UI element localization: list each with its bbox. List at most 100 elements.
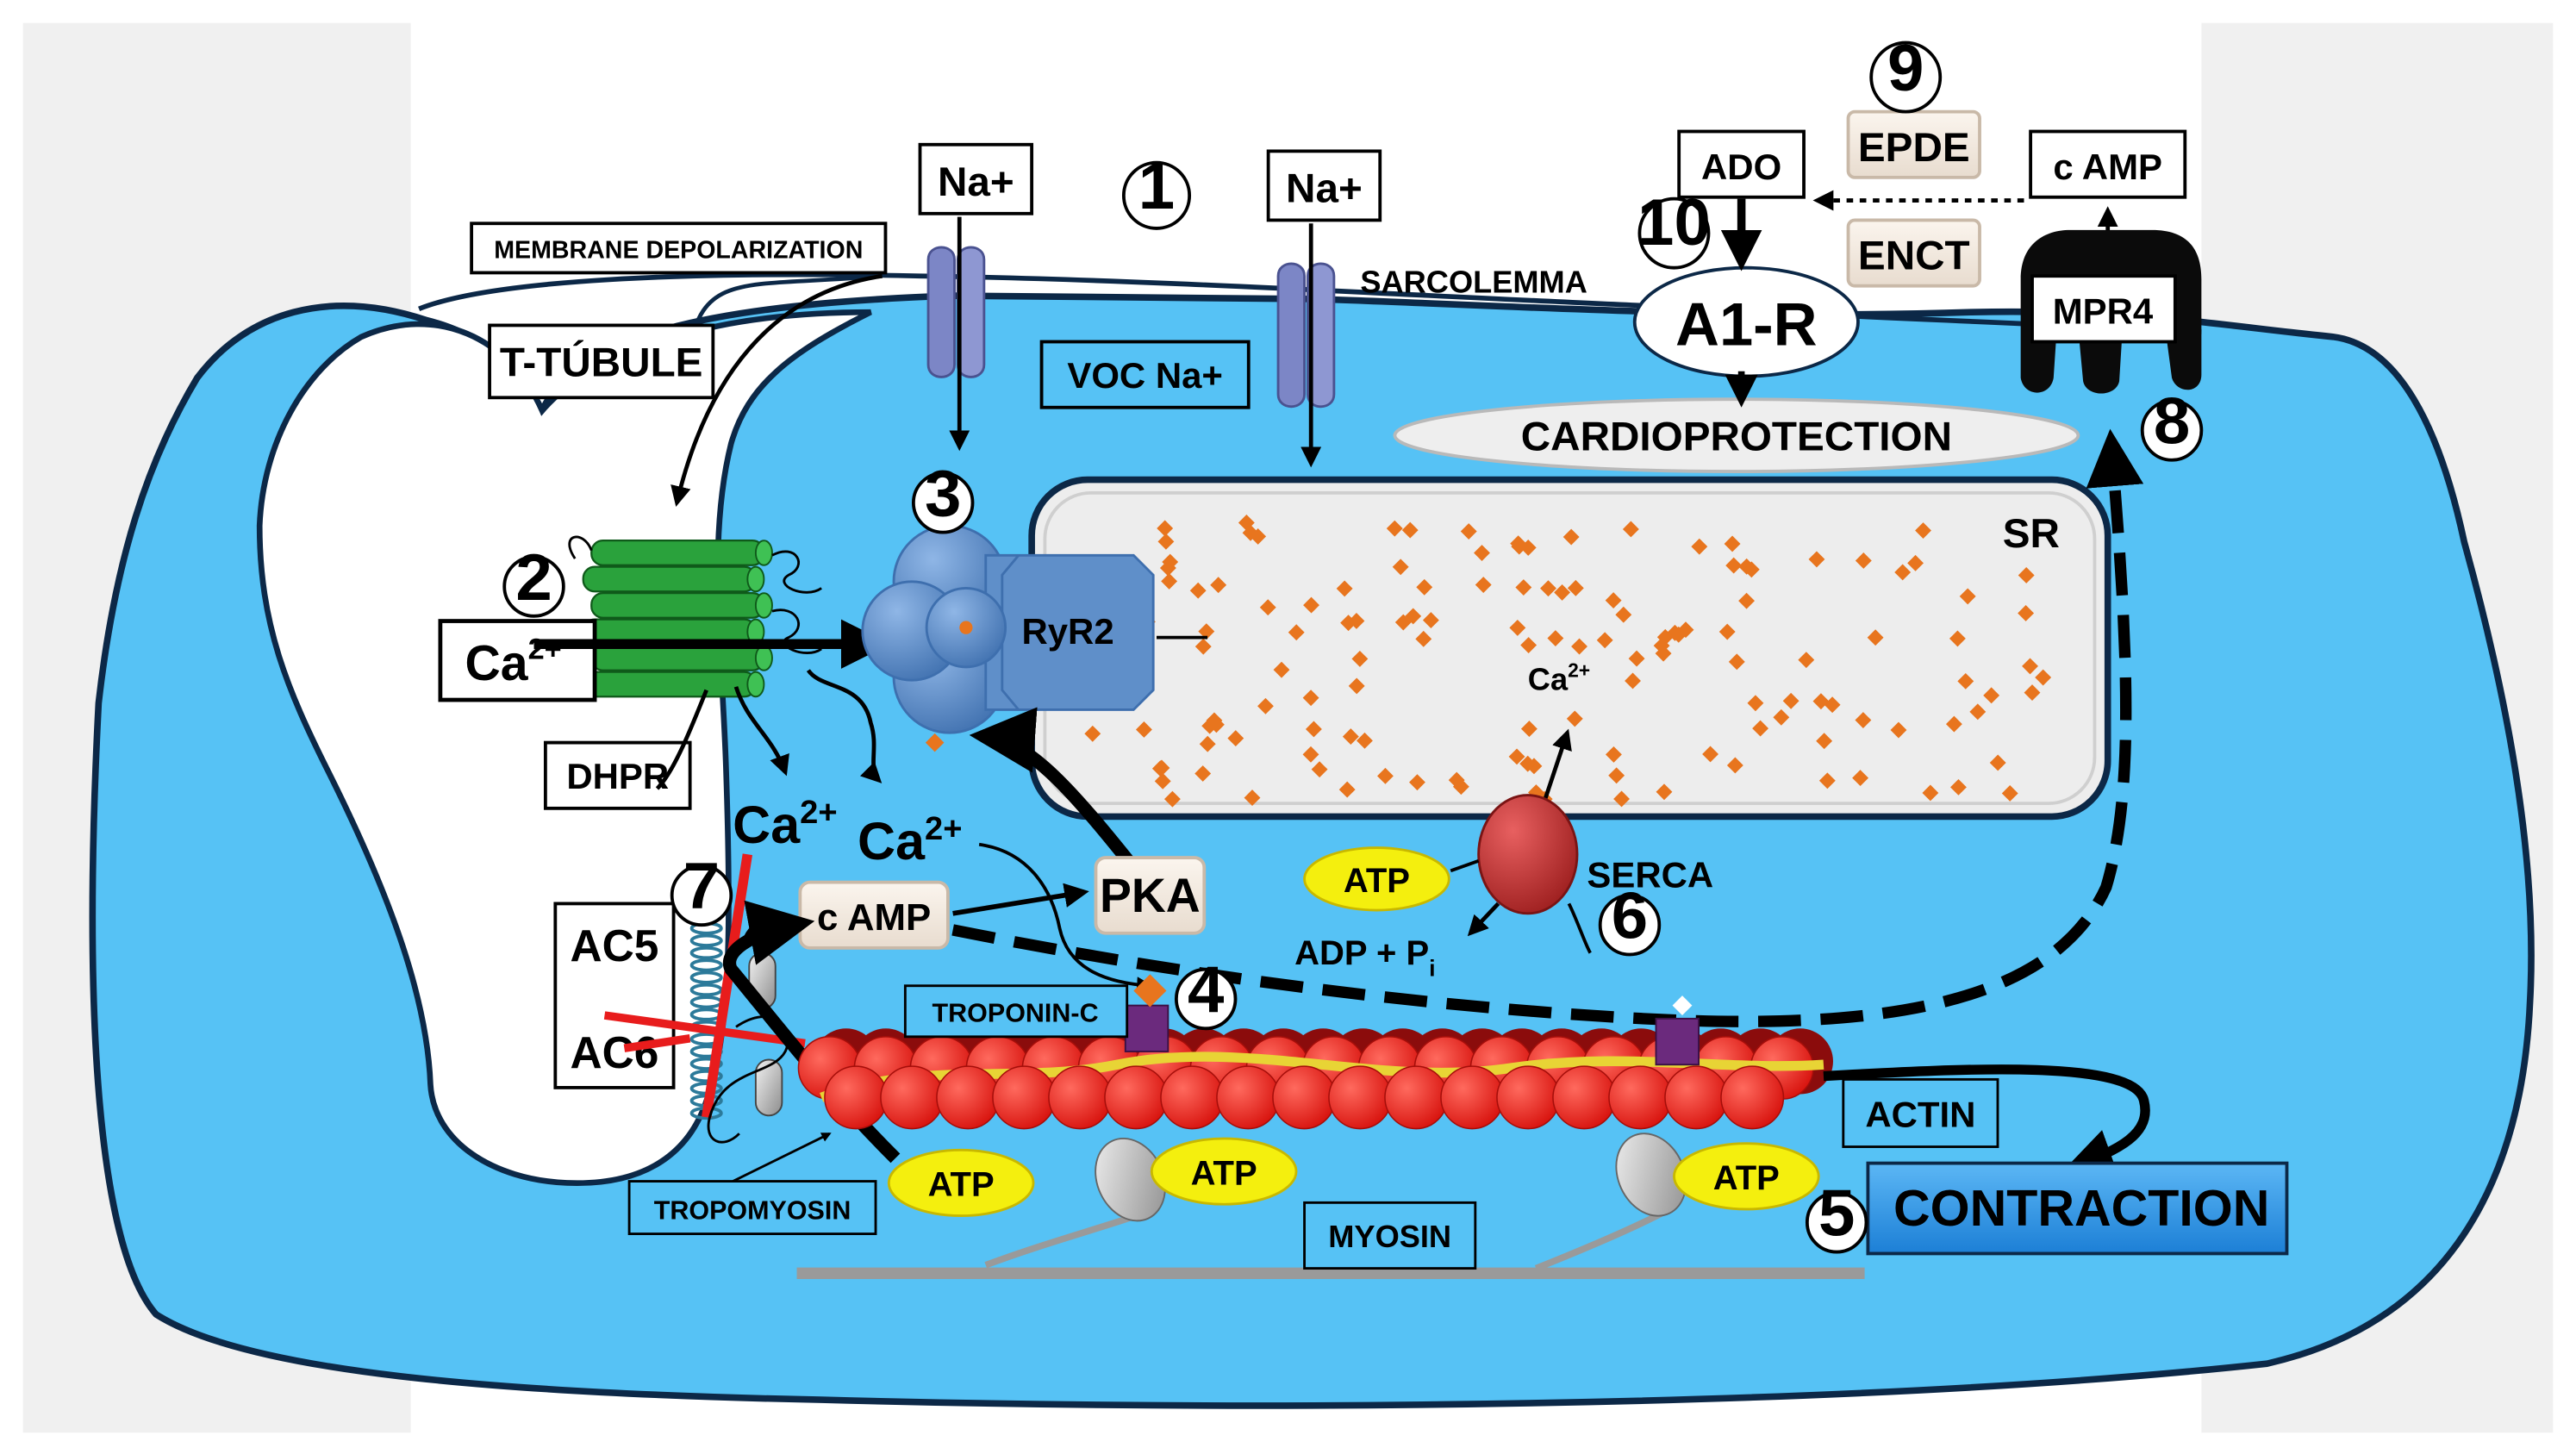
atp-serca-label: ATP <box>1344 862 1410 900</box>
ca-particle <box>1773 708 1790 726</box>
ca-particle <box>1738 592 1756 609</box>
ca-particle <box>1474 545 1490 561</box>
step-8-circle <box>2140 399 2204 462</box>
camp-top-label: c AMP <box>2053 147 2162 187</box>
step-9-circle <box>1869 41 1943 114</box>
na-label-right: Na+ <box>1286 165 1363 211</box>
ca-particle <box>1348 677 1365 695</box>
t-tubule-label: T-TÚBULE <box>500 339 703 386</box>
ado-box <box>1677 129 1806 199</box>
step-8-label: 8 <box>2154 385 2190 459</box>
svg-text:Ca2+: Ca2+ <box>1528 658 1590 696</box>
dhpr-subunit-end <box>746 671 765 698</box>
ca-orange-sup: 2+ <box>925 810 962 847</box>
contraction-label: CONTRACTION <box>1893 1180 2269 1237</box>
ac5-ac6-box <box>553 902 676 1089</box>
atp-serca-badge <box>1303 846 1450 912</box>
enct-label: ENCT <box>1858 234 1970 279</box>
ca-particle <box>1724 535 1741 552</box>
dhpr-subunit-end <box>754 540 773 566</box>
actin-bead <box>936 1065 1001 1130</box>
ac6-label: AC6 <box>570 1027 658 1077</box>
myosin-heads <box>1095 1133 1687 1222</box>
ca-particle <box>1515 579 1532 596</box>
ca-particle <box>1957 672 1974 690</box>
sr-label: SR <box>2003 511 2060 557</box>
atp-right-label: ATP <box>1713 1159 1780 1197</box>
ca-entry-sup: 2+ <box>528 633 562 665</box>
atp-mid-label: ATP <box>1191 1154 1257 1192</box>
adenylyl-cyclase-coil <box>689 921 723 1120</box>
actin-bead <box>1328 1065 1393 1130</box>
actin-bead <box>1104 1065 1169 1130</box>
actin-bead <box>880 1065 945 1130</box>
atp-left-label: ATP <box>928 1166 995 1204</box>
voc-na-box <box>1039 340 1251 409</box>
ca-particle <box>1782 692 1799 709</box>
dhpr-subunit <box>590 540 765 566</box>
ca-particle <box>2022 658 2038 675</box>
ca-particle <box>1409 774 1425 791</box>
actin-bead <box>1496 1065 1561 1130</box>
myosin-box <box>1303 1201 1477 1270</box>
ca-red-sup: 2+ <box>800 794 837 831</box>
ca-particle-cloud <box>1082 515 2052 808</box>
actin-bead <box>1160 1065 1225 1130</box>
adp-pi-label: ADP + P <box>1294 934 1429 972</box>
ca-orange-label: Ca <box>858 812 926 871</box>
step-7-label: 7 <box>683 850 720 923</box>
na-label-left: Na+ <box>938 159 1014 205</box>
dhpr-channel <box>582 540 773 698</box>
dhpr-subunit <box>582 671 758 698</box>
epde-label: EPDE <box>1858 125 1970 171</box>
step-7-circle <box>670 864 733 927</box>
ca-particle <box>1922 784 1939 802</box>
actin-bead <box>1552 1065 1617 1130</box>
ca-particle <box>1567 579 1584 596</box>
pka-label: PKA <box>1100 869 1201 922</box>
dhpr-subunit-end <box>754 592 773 619</box>
troponin-c-box <box>903 984 1129 1039</box>
ac-coil-turn <box>689 958 723 972</box>
ca-entry-label: Ca <box>465 636 528 691</box>
membrane-depolarization-box <box>470 222 888 275</box>
ca-particle <box>1161 572 1178 590</box>
na-box-left <box>918 142 1034 215</box>
step-10-circle <box>1637 197 1711 270</box>
step-5-label: 5 <box>1818 1176 1855 1250</box>
ca-particle <box>1907 554 1924 571</box>
ac-coil-turn <box>689 983 723 997</box>
svg-text:ADP + Pi: ADP + Pi <box>1294 934 1435 981</box>
step-2-circle <box>502 555 565 618</box>
ca-particle <box>1615 606 1632 623</box>
na-channel-left <box>926 246 986 378</box>
ca-particle <box>1198 623 1215 640</box>
step-5-circle <box>1805 1191 1868 1254</box>
svg-text:Ca2+: Ca2+ <box>858 810 962 871</box>
ryr2-label: RyR2 <box>1021 611 1113 652</box>
ca-particle <box>1566 710 1583 727</box>
dhpr-subunit-end <box>746 565 765 593</box>
actin-bead <box>1608 1065 1673 1130</box>
actin-filament <box>797 1028 1833 1130</box>
ca-particle <box>1162 553 1179 571</box>
step-3-label: 3 <box>925 458 961 531</box>
camp-mid-label: c AMP <box>817 896 931 939</box>
ca-particle <box>1894 564 1912 581</box>
ca-particle <box>1554 583 1571 601</box>
ac-coil-turn <box>689 945 723 960</box>
na-box-right <box>1266 149 1382 222</box>
dhpr-subunit <box>590 591 765 619</box>
step-3-circle <box>911 471 975 534</box>
ca-particle <box>1613 790 1630 808</box>
ca-particle <box>1475 577 1492 593</box>
ca-particle <box>1949 630 1966 647</box>
atp-left-badge <box>887 1148 1035 1218</box>
t-tubule-box <box>488 323 715 400</box>
step-4-circle <box>1174 967 1238 1031</box>
ca-particle <box>1163 790 1181 808</box>
pka-box <box>1094 856 1207 935</box>
ca-particle <box>1244 789 1261 807</box>
svg-text:Ca2+: Ca2+ <box>465 633 561 691</box>
